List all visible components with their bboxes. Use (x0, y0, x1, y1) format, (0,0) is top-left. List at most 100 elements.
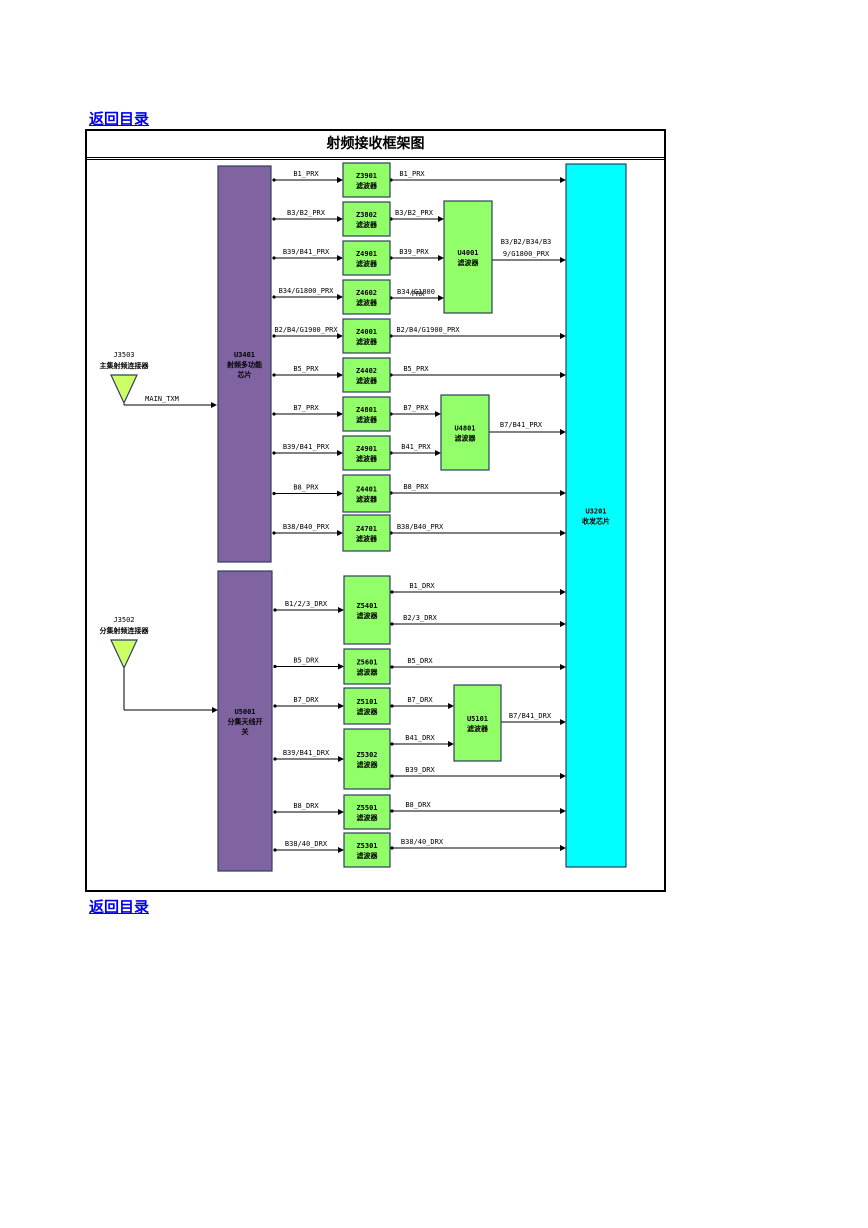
filter-z5601 (343, 648, 391, 685)
filter-z4602-label: 滤波器 (356, 298, 378, 307)
junction-dot (272, 412, 276, 416)
filter-z4401-label: 滤波器 (356, 495, 378, 504)
input-signal-label: B34/G1800_PRX (279, 287, 335, 295)
filter-z4901-label: 滤波器 (356, 454, 378, 463)
antenna-icon (110, 374, 138, 405)
output-signal-label: B34/G1800 (397, 288, 435, 296)
filter-z3802-label: 滤波器 (356, 220, 378, 229)
chip-u3401-label: 射频多功能 (226, 360, 262, 369)
filter-z5501-label: 滤波器 (357, 813, 379, 822)
junction-dot (273, 664, 277, 669)
transceiver-u3201 (565, 163, 627, 868)
output-signal-label: B7_PRX (403, 404, 429, 412)
filter-z5101 (343, 687, 391, 725)
filter-z4901-label: 滤波器 (356, 259, 378, 268)
input-signal-label: B7_DRX (293, 696, 319, 704)
input-signal-label: B2/B4/G1900_PRX (274, 326, 338, 334)
antenna-id: J3502 (113, 616, 134, 624)
combiner-u4001-label: U4001 (457, 249, 478, 257)
filter-z5301-label: 滤波器 (357, 851, 379, 860)
input-signal-label: B5_DRX (293, 657, 319, 665)
filter-z4001-label: 滤波器 (356, 337, 378, 346)
junction-dot (272, 491, 276, 496)
combiner-u4001 (443, 200, 493, 314)
combined-signal-label: B3/B2/B34/B3 (501, 238, 552, 246)
input-signal-label: B39/B41_PRX (283, 248, 330, 256)
output-signal-label: B8_DRX (405, 801, 431, 809)
output-signal-label: B41_PRX (401, 443, 431, 451)
output-signal-label: B5_PRX (403, 365, 429, 373)
junction-dot (272, 217, 276, 221)
junction-dot (273, 608, 277, 612)
output-signal-label: B3/B2_PRX (395, 209, 434, 217)
combiner-u5101-label: U5101 (467, 715, 488, 723)
junction-dot (272, 531, 276, 535)
filter-z4901 (342, 240, 391, 276)
junction-dot (390, 704, 394, 708)
input-signal-label: B38/40_DRX (285, 840, 328, 848)
filter-z3901-label: 滤波器 (356, 181, 378, 190)
filter-z4701-label: 滤波器 (356, 534, 378, 543)
antenna-id: J3503 (113, 351, 134, 359)
antenna-icon (110, 639, 138, 670)
junction-dot (272, 373, 276, 377)
input-signal-label: B38/B40_PRX (283, 523, 330, 531)
filter-z4901 (342, 435, 391, 471)
output-signal-label: B39_DRX (405, 766, 435, 774)
filter-z4402 (342, 357, 391, 393)
input-signal-label: B8_DRX (293, 802, 319, 810)
signal-wires (123, 177, 566, 853)
antenna-label: 主集射频连接器 (100, 361, 150, 370)
filter-z4801 (342, 396, 391, 432)
junction-dot (390, 742, 394, 746)
input-signal-label: B5_PRX (293, 365, 319, 373)
filter-z5101-label: 滤波器 (357, 707, 379, 716)
diagram-title: 射频接收框架图 (87, 131, 664, 160)
combined-signal-label: B7/B41_DRX (509, 712, 552, 720)
output-signal-label: B2/3_DRX (403, 614, 438, 622)
filter-z5302-label: 滤波器 (357, 760, 379, 769)
filter-z3802-label: Z3802 (356, 211, 377, 219)
filter-z5302-label: Z5302 (356, 751, 377, 759)
combiner-u4801-label: 滤波器 (455, 434, 477, 443)
input-signal-label: B39/B41_PRX (283, 443, 330, 451)
filter-z5301-label: Z5301 (356, 842, 377, 850)
combiner-u5101 (453, 684, 502, 762)
filter-z5401-label: Z5401 (356, 602, 377, 610)
junction-dot (272, 451, 276, 455)
filter-z3901 (342, 162, 391, 198)
filter-z4402-label: Z4402 (356, 367, 377, 375)
output-signal-label: B41_DRX (405, 734, 435, 742)
junction-dot (390, 622, 394, 626)
combiner-u5101-label: 滤波器 (467, 724, 489, 733)
combined-signal-label: 9/G1800_PRX (503, 250, 550, 258)
antenna-label: 分集射频连接器 (100, 626, 150, 635)
filter-z5302 (343, 728, 391, 790)
filter-z4001-label: Z4001 (356, 328, 377, 336)
diagram-blocks (110, 162, 627, 872)
filter-z5401-label: 滤波器 (357, 611, 379, 620)
diagram-frame: 射频接收框架图 (85, 129, 666, 892)
filter-z5601-label: 滤波器 (357, 668, 379, 677)
filter-z4901-label: Z4901 (356, 250, 377, 258)
filter-z4401 (342, 474, 391, 513)
output-signal-label: B5_DRX (407, 657, 433, 665)
junction-dot (272, 295, 276, 299)
junction-dot (273, 704, 277, 708)
filter-z3802 (342, 201, 391, 237)
chip-u3401-label: U3401 (234, 351, 255, 359)
chip-u5001-label: U5001 (234, 708, 255, 716)
combiner-u4001-label: 滤波器 (458, 258, 480, 267)
output-signal-label: B1_PRX (399, 170, 425, 178)
chip-u5001-label: 关 (242, 727, 249, 736)
filter-z4701-label: Z4701 (356, 525, 377, 533)
transceiver-u3201-label: U3201 (585, 508, 606, 516)
filter-z4701 (342, 514, 391, 552)
junction-dot (390, 590, 394, 594)
back-to-contents-link-top[interactable]: 返回目录 (89, 110, 150, 128)
back-to-contents-link-bottom[interactable]: 返回目录 (89, 898, 150, 916)
filter-z5401 (343, 575, 391, 645)
junction-dot (272, 256, 276, 260)
output-signal-label: B1_DRX (409, 582, 435, 590)
